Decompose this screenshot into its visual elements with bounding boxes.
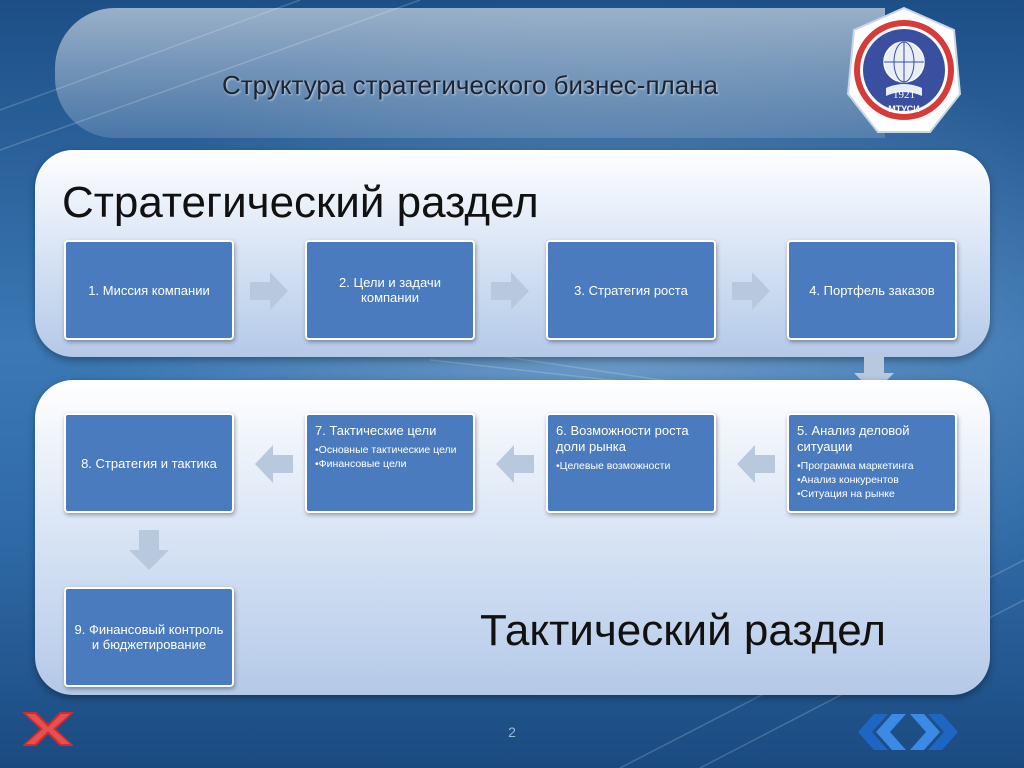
arrow-left-1-icon — [737, 445, 775, 483]
box-strategy-tactics: 8. Стратегия и тактика — [64, 413, 234, 513]
page-number: 2 — [508, 724, 516, 740]
box-business-analysis-title: 5. Анализ деловой ситуации — [797, 423, 910, 454]
svg-text:МТУСИ: МТУСИ — [888, 104, 920, 114]
svg-text:1921: 1921 — [893, 89, 915, 101]
title-band — [55, 8, 885, 138]
box-business-analysis-item: •Программа маркетинга — [797, 460, 914, 472]
strategic-section-title: Стратегический раздел — [62, 178, 539, 227]
box-business-analysis-item: •Ситуация на рынке — [797, 488, 895, 500]
box-goals: 2. Цели и задачи компании — [305, 240, 475, 340]
box-growth-strategy: 3. Стратегия роста — [546, 240, 716, 340]
navigation-chevrons-icon[interactable] — [848, 712, 958, 752]
box-tactical-goals-title: 7. Тактические цели — [315, 423, 437, 438]
arrow-left-2-icon — [496, 445, 534, 483]
arrow-down-2-icon — [129, 530, 169, 570]
slide-title: Структура стратегического бизнес-плана — [222, 70, 718, 100]
box-market-growth-item: •Целевые возможности — [556, 460, 671, 472]
tactical-section-title: Тактический раздел — [480, 606, 886, 655]
box-growth-strategy-label: 3. Стратегия роста — [574, 282, 688, 298]
university-seal-logo: 1921 МТУСИ — [846, 6, 962, 133]
box-goals-label: 2. Цели и задачи компании — [339, 275, 441, 305]
box-market-growth-title: 6. Возможности роста доли рынка — [556, 423, 689, 454]
box-market-growth: 6. Возможности роста доли рынка •Целевые… — [546, 413, 716, 513]
arrow-right-3-icon — [732, 272, 770, 310]
arrow-right-1-icon — [250, 272, 288, 310]
arrow-right-2-icon — [491, 272, 529, 310]
box-strategy-tactics-label: 8. Стратегия и тактика — [81, 455, 217, 471]
box-tactical-goals: 7. Тактические цели •Основные тактически… — [305, 413, 475, 513]
box-business-analysis: 5. Анализ деловой ситуации •Программа ма… — [787, 413, 957, 513]
box-business-analysis-item: •Анализ конкурентов — [797, 474, 899, 486]
box-order-portfolio: 4. Портфель заказов — [787, 240, 957, 340]
box-tactical-goals-item: •Основные тактические цели — [315, 444, 457, 456]
arrow-left-3-icon — [255, 445, 293, 483]
box-mission: 1. Миссия компании — [64, 240, 234, 340]
box-financial-control: 9. Финансовый контроль и бюджетирование — [64, 587, 234, 687]
box-order-portfolio-label: 4. Портфель заказов — [809, 282, 935, 298]
box-tactical-goals-item: •Финансовые цели — [315, 458, 407, 470]
box-mission-label: 1. Миссия компании — [88, 282, 210, 298]
box-financial-control-label: 9. Финансовый контроль и бюджетирование — [74, 622, 224, 652]
close-x-logo-icon[interactable] — [22, 712, 74, 746]
